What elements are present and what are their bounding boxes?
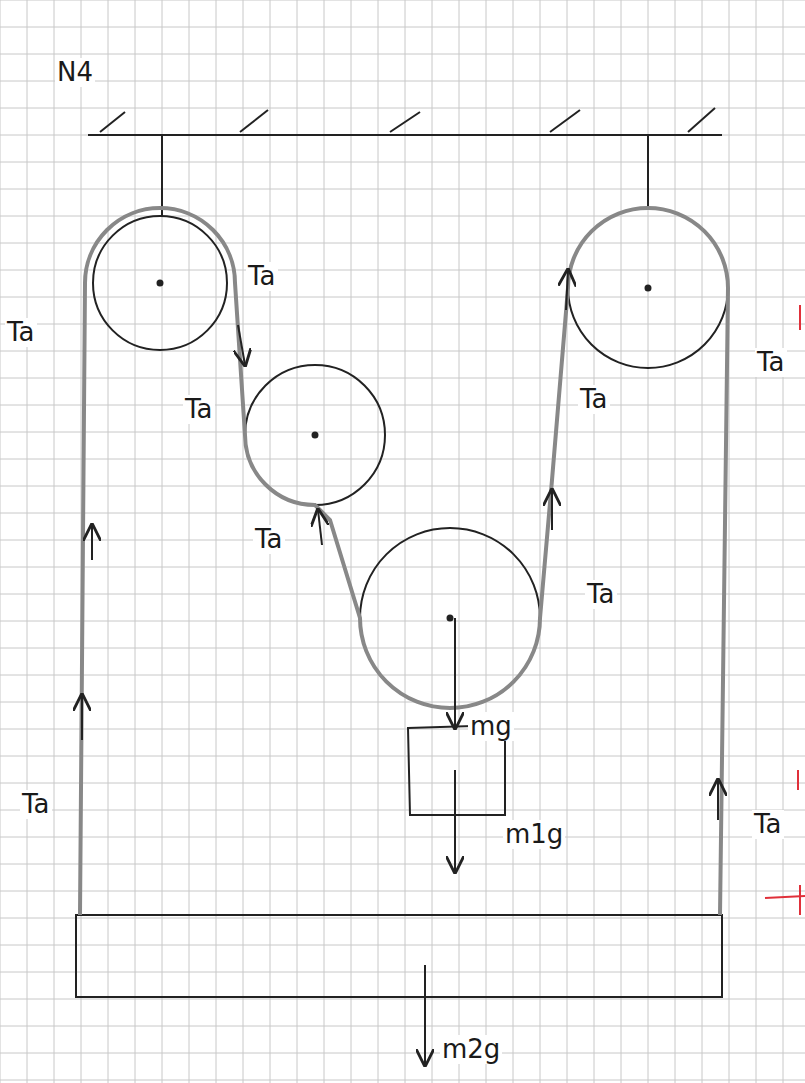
tension-arrow xyxy=(82,270,718,820)
grid-line xyxy=(0,675,805,676)
grid-line xyxy=(162,0,163,1083)
pulley-axle xyxy=(158,281,163,286)
grid-line xyxy=(0,864,805,865)
weight-label: mg xyxy=(468,712,514,741)
tension-label: Ta xyxy=(253,525,285,554)
grid-line xyxy=(0,837,805,838)
weight-label: m2g xyxy=(440,1035,502,1064)
tension-label: Ta xyxy=(578,385,610,414)
pulley-axle xyxy=(646,286,651,291)
tension-label: Ta xyxy=(246,262,278,291)
force-label: N4 xyxy=(55,58,95,87)
grid-line xyxy=(0,0,805,1)
pulley-axle xyxy=(448,616,453,621)
grid-line xyxy=(0,297,805,298)
weight-label: m1g xyxy=(503,820,565,849)
weight-arrow xyxy=(425,618,455,1065)
ceiling xyxy=(88,134,722,136)
tension-label: Ta xyxy=(755,348,787,377)
tension-label: Ta xyxy=(20,790,52,819)
tension-label: Ta xyxy=(5,318,37,347)
grid-line xyxy=(0,810,805,811)
bar xyxy=(76,915,722,997)
grid-line xyxy=(0,108,805,109)
grid-line xyxy=(0,27,805,28)
grid-line xyxy=(0,189,805,190)
grid-line xyxy=(0,270,805,271)
grid-line xyxy=(0,378,805,379)
grid-line xyxy=(0,621,805,622)
grid-line xyxy=(0,351,805,352)
grid-line xyxy=(0,243,805,244)
grid-line xyxy=(0,540,805,541)
grid-line xyxy=(0,729,805,730)
grid-line xyxy=(0,648,805,649)
hanger xyxy=(647,135,649,208)
grid-line xyxy=(0,1080,805,1081)
tension-label: Ta xyxy=(585,580,617,609)
pulley-axle xyxy=(313,433,318,438)
grid-line xyxy=(0,594,805,595)
grid-line xyxy=(0,783,805,784)
grid-line xyxy=(0,972,805,973)
grid-line xyxy=(0,567,805,568)
grid-line xyxy=(0,324,805,325)
tension-label: Ta xyxy=(183,395,215,424)
grid-line xyxy=(0,756,805,757)
grid-line xyxy=(0,918,805,919)
grid-line xyxy=(0,162,805,163)
tension-label: Ta xyxy=(752,810,784,839)
grid-line xyxy=(0,486,805,487)
grid-line xyxy=(0,405,805,406)
grid-line xyxy=(0,54,805,55)
grid-line xyxy=(0,891,805,892)
grid-line xyxy=(0,459,805,460)
grid-line xyxy=(0,81,805,82)
rope xyxy=(80,208,728,915)
grid-line xyxy=(0,135,805,136)
grid-line xyxy=(0,432,805,433)
ceiling-hatch xyxy=(100,108,715,132)
grid-line xyxy=(0,702,805,703)
grid-line xyxy=(0,945,805,946)
pulley xyxy=(93,216,227,350)
hanger xyxy=(161,135,163,216)
grid-line xyxy=(0,513,805,514)
grid-line xyxy=(0,999,805,1000)
grid-line xyxy=(0,1026,805,1027)
grid-line xyxy=(0,1053,805,1054)
grid-line xyxy=(648,0,649,1083)
